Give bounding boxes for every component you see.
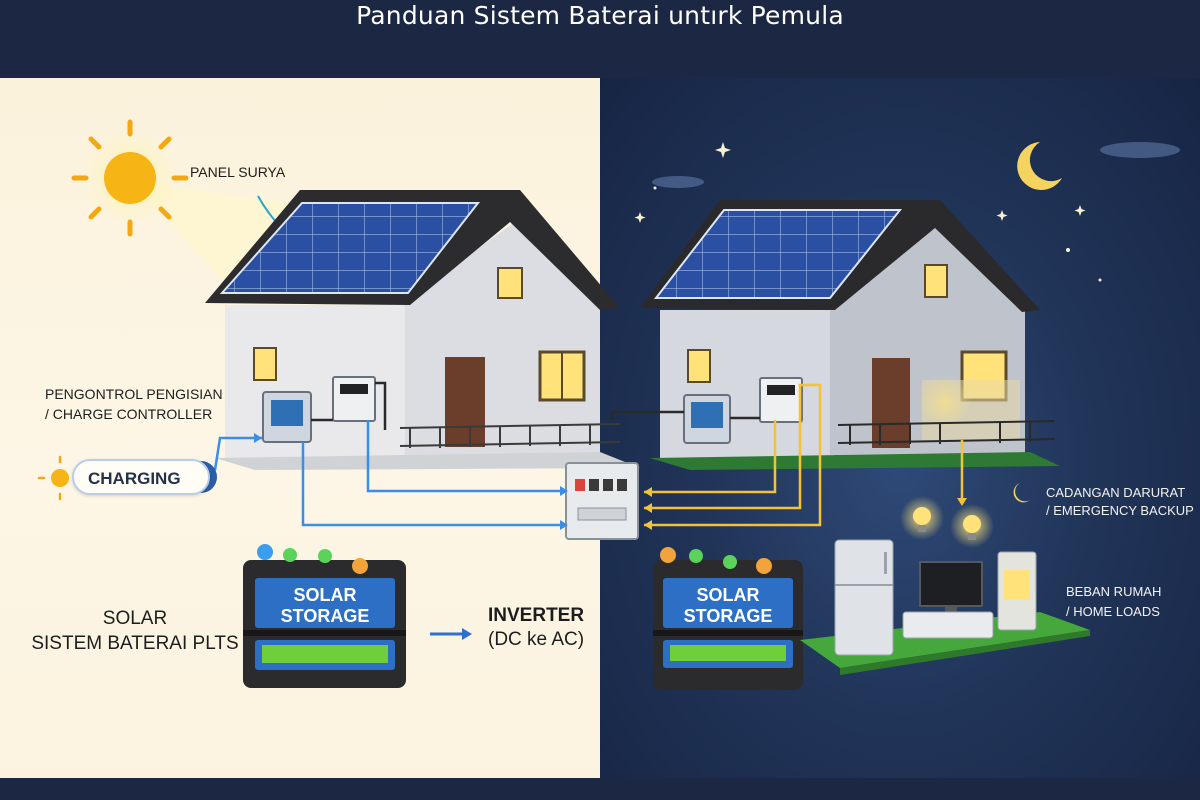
home-loads [800,496,1090,675]
home-loads-label-line1: BEBAN RUMAH [1066,584,1162,599]
battery-day [243,544,406,688]
night-house [640,200,1060,470]
panel-surya-label: PANEL SURYA [190,164,286,180]
emergency-backup-label: CADANGAN DARURAT / EMERGENCY BACKUP [1046,484,1194,520]
lightbulb-icon [900,496,944,540]
battery-day-label: SOLAR STORAGE [255,585,395,627]
inverter-label: INVERTER (DC ke AC) [488,604,584,652]
charge-controller-label-line2: / CHARGE CONTROLLER [45,406,213,422]
battery-night-label-line2: STORAGE [683,606,773,626]
star-icon [634,142,1102,282]
day-house [205,190,640,470]
page-title: Panduan Sistem Baterai untırk Pemula [356,1,844,30]
system-label-line1: SOLAR [102,608,168,629]
ac-wires [644,383,964,527]
inverter-label-line1: INVERTER [488,605,585,626]
charge-controller-label-line1: PENGONTROL PENGISIAN [45,386,223,402]
solar-panel-day [219,202,481,294]
inverter-label-line2: (DC ke AC) [488,629,585,650]
charging-badge: CHARGING [72,459,210,495]
lightbulb-icon [950,504,994,548]
battery-night-label: SOLAR STORAGE [663,585,793,627]
distribution-panel [565,462,639,540]
charge-controller-label: PENGONTROL PENGISIAN / CHARGE CONTROLLER [45,384,223,424]
solar-panel-night [653,209,903,299]
emergency-backup-label-line1: CADANGAN DARURAT [1046,485,1186,500]
dc-wires [213,381,760,527]
system-label: SOLAR SISTEM BATERAI PLTS [20,606,250,656]
home-loads-label-line2: / HOME LOADS [1066,604,1160,619]
battery-night-label-line1: SOLAR [696,585,760,605]
moon-icon [1017,142,1062,190]
moon-icon [1013,483,1030,503]
television-icon [919,561,983,614]
home-loads-label: BEBAN RUMAH / HOME LOADS [1066,582,1161,622]
arrow-right-icon [430,628,472,640]
refrigerator-icon [834,539,894,656]
battery-day-label-line1: SOLAR [293,585,357,605]
emergency-backup-label-line2: / EMERGENCY BACKUP [1046,503,1194,518]
system-label-line2: SISTEM BATERAI PLTS [31,633,239,654]
battery-day-label-line2: STORAGE [280,606,370,626]
battery-night [653,547,803,690]
